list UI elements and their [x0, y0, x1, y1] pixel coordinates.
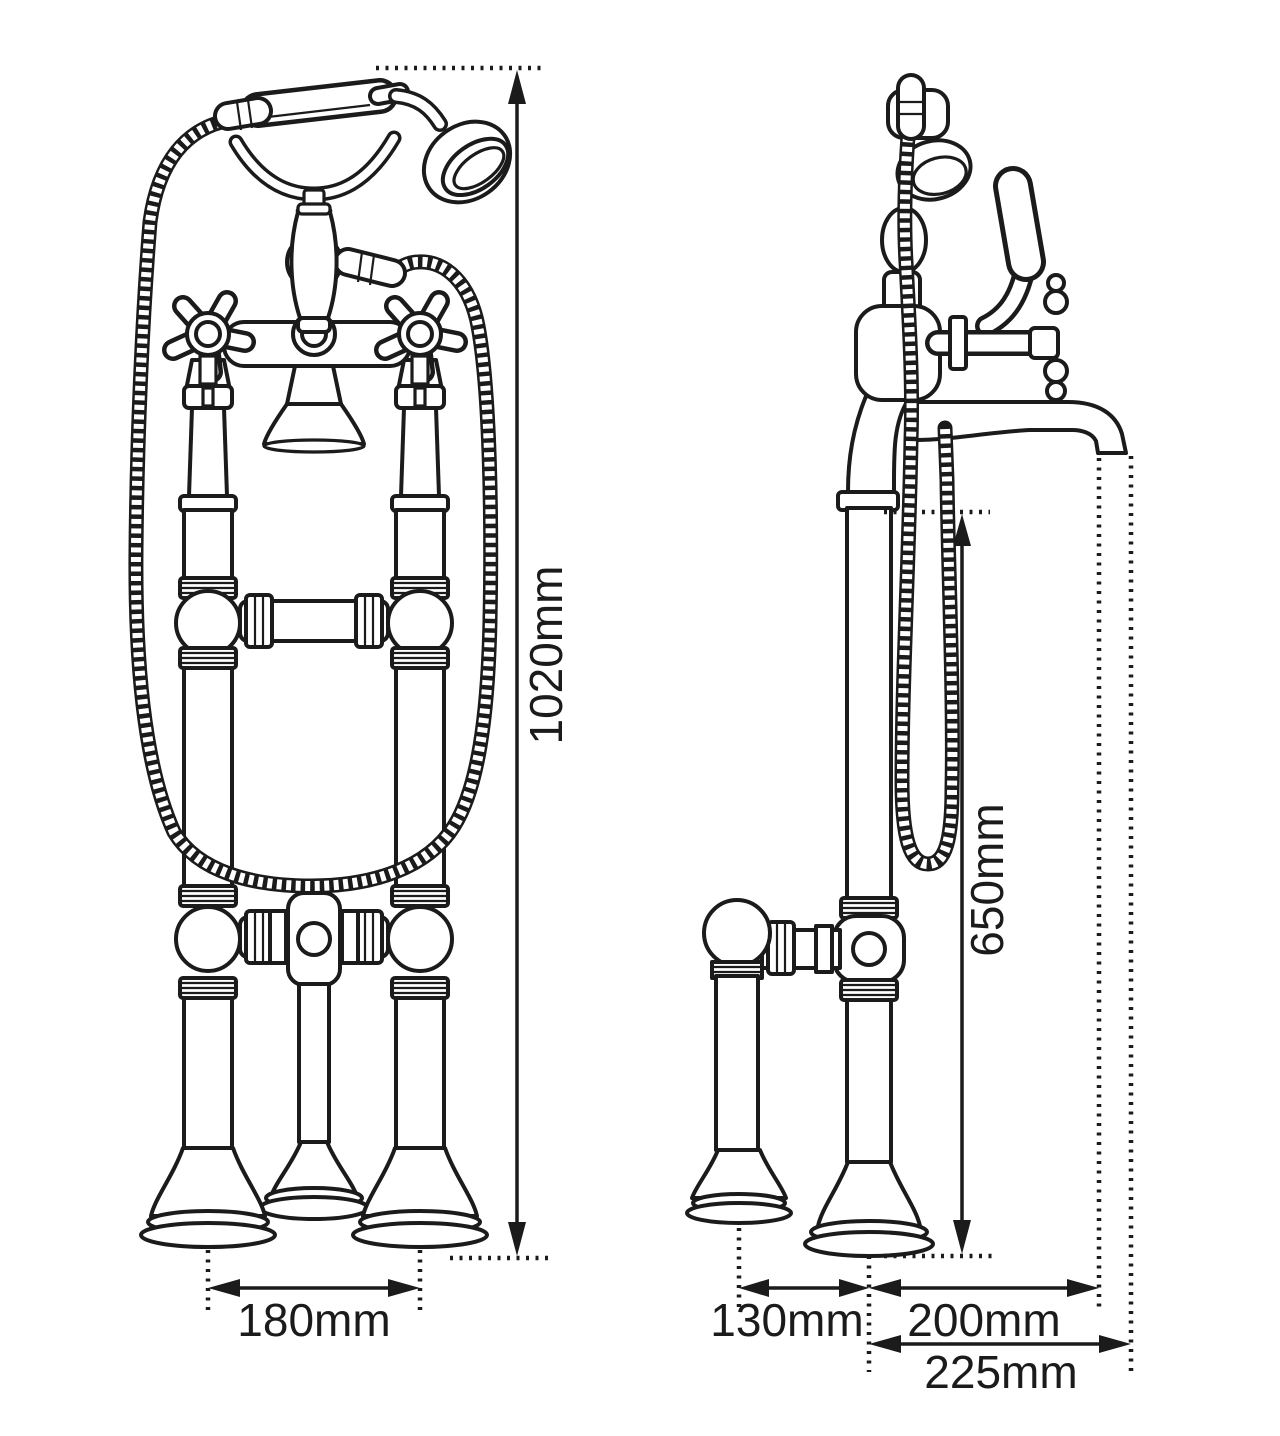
label-650mm: 650mm — [961, 803, 1013, 956]
side-elbow — [846, 394, 910, 494]
handset-hose-nut — [213, 96, 273, 131]
front-spout — [262, 364, 366, 454]
hose-outlet — [333, 247, 407, 288]
shower-hose-side — [894, 73, 960, 872]
label-225mm: 225mm — [924, 1346, 1077, 1398]
side-support-leg — [685, 898, 842, 1225]
label-200mm: 200mm — [907, 1294, 1060, 1346]
spout-side — [914, 400, 1128, 455]
label-130mm: 130mm — [710, 1294, 863, 1346]
lever-handle-side — [975, 166, 1046, 337]
cradle-post — [289, 204, 339, 334]
dimension-height-1020: 1020mm — [376, 65, 572, 1261]
dimensions: 1020mm 180mm 650mm 130mm — [205, 65, 1134, 1398]
shower-hose-front — [128, 112, 499, 894]
label-180mm: 180mm — [237, 1294, 390, 1346]
handset-assembly-front — [213, 78, 513, 334]
front-view — [128, 78, 513, 1247]
dimension-standpipe-650: 650mm — [884, 509, 1013, 1259]
handset — [240, 78, 410, 128]
front-lower-brace — [238, 891, 390, 987]
dimension-leg-offset-130: 130mm — [710, 1228, 872, 1372]
dimension-spout-200: 200mm — [869, 456, 1134, 1372]
front-right-standpipe — [353, 408, 487, 1247]
handset-cradle — [228, 130, 402, 216]
label-1020mm: 1020mm — [520, 566, 572, 745]
front-upper-brace — [238, 593, 390, 649]
shower-head — [421, 119, 513, 205]
front-centre-leg — [258, 982, 370, 1221]
dimension-leg-spacing-180: 180mm — [205, 1250, 423, 1346]
front-left-standpipe — [141, 408, 275, 1247]
dimension-overall-225: 225mm — [869, 1335, 1131, 1398]
cross-handle-side — [925, 273, 1069, 402]
side-standpipe — [803, 490, 935, 1258]
hose-connector-side — [896, 73, 926, 141]
hot-cross-handle — [173, 301, 245, 384]
cold-cross-handle — [385, 301, 457, 384]
